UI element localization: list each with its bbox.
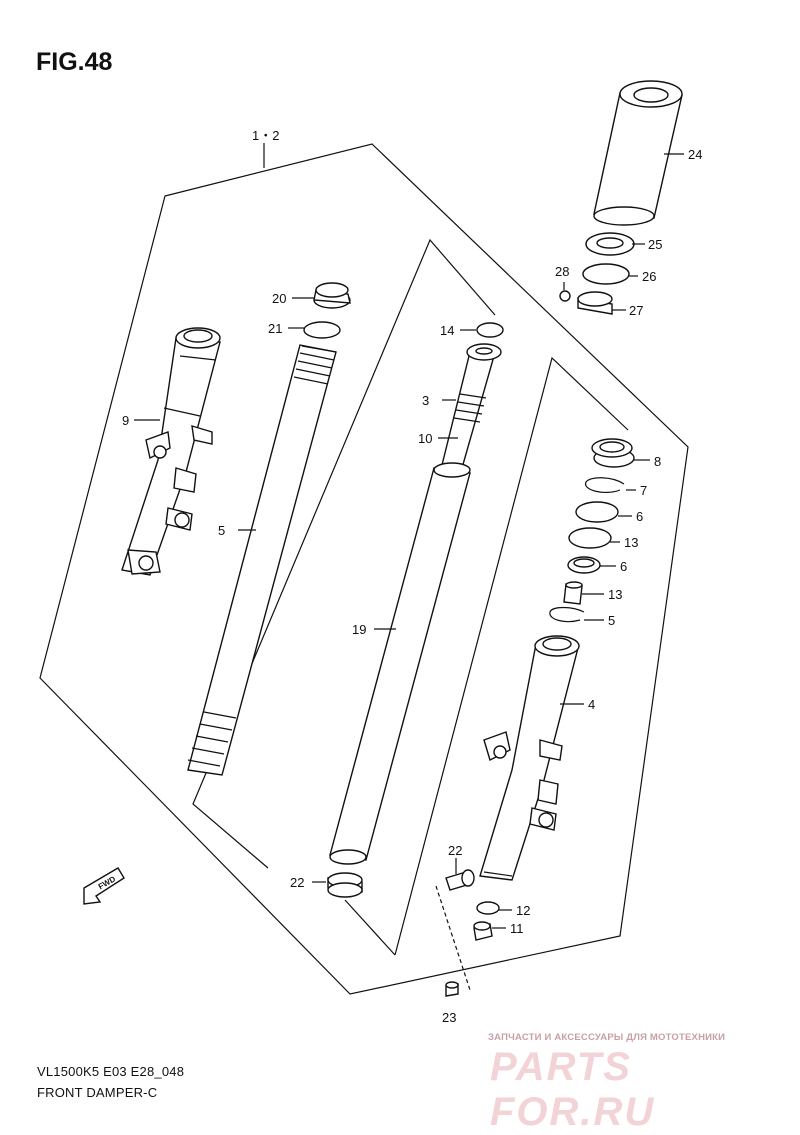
part-20-cap-bolt — [313, 282, 351, 309]
callout-7: 13 — [624, 535, 638, 550]
part-28-screw — [559, 290, 571, 302]
part-23-cap — [445, 981, 459, 997]
part-7-ring — [568, 527, 612, 549]
callout-13-label: 13 — [608, 587, 622, 602]
callout-11-label: 11 — [510, 921, 524, 936]
part-8-washer — [575, 501, 619, 523]
part-21-o-ring — [303, 321, 341, 339]
part-11-damper-bolt — [473, 921, 493, 941]
part-22-bolt — [445, 869, 475, 891]
fwd-arrow-icon: FWD — [83, 867, 125, 905]
callout-26: 26 — [642, 269, 656, 284]
part-12-gasket — [476, 901, 500, 915]
inner-frame-4 — [394, 356, 629, 956]
section-name: FRONT DAMPER-C — [37, 1085, 158, 1100]
watermark-brand: PARTS FOR.RU — [490, 1045, 656, 1134]
watermark-tagline: ЗАПЧАСТИ И АКСЕССУАРЫ ДЛЯ МОТОТЕХНИКИ — [488, 1032, 726, 1043]
callout-5-label: 5 — [608, 613, 615, 628]
figure-title: FIG.48 — [36, 48, 113, 76]
part-25-nut — [585, 232, 635, 256]
callout-15: 3 — [422, 393, 429, 408]
callout-28: 28 — [555, 264, 569, 279]
callout-6-label: 6 — [620, 559, 627, 574]
assembly-outline — [39, 143, 689, 995]
callout-27: 27 — [629, 303, 643, 318]
callout-17: 19 — [352, 622, 366, 637]
part-3-outer-tube-left — [121, 327, 221, 576]
callout-16: 14 — [440, 323, 454, 338]
callout-24: 24 — [688, 147, 702, 162]
callout-20: 20 — [272, 291, 286, 306]
callout-18: 22 — [290, 875, 304, 890]
callout-12-label: 12 — [516, 903, 530, 918]
part-6-bushing — [567, 556, 601, 574]
part-14-damper-rod — [441, 343, 502, 469]
callout-9: 7 — [640, 483, 647, 498]
part-9-stopper-ring — [585, 477, 625, 494]
part-26-washer — [582, 263, 630, 285]
callout-19: 5 — [218, 523, 225, 538]
part-13-oil-lock-piece — [563, 581, 583, 605]
part-17-inner-tube — [329, 462, 471, 865]
part-16-o-ring — [476, 322, 504, 338]
part-18-bushing — [327, 872, 363, 898]
part-27-clamp — [577, 291, 613, 315]
callout-4-label: 4 — [588, 697, 595, 712]
model-code: VL1500K5 E03 E28_048 — [37, 1064, 185, 1079]
callout-23: 23 — [442, 1010, 456, 1025]
callout-10: 8 — [654, 454, 661, 469]
part-5-circlip — [549, 606, 585, 623]
callout-3-label: 9 — [122, 413, 129, 428]
inner-frame-19 — [192, 238, 496, 869]
callout-25: 25 — [648, 237, 662, 252]
part-19-fork-spring — [187, 344, 337, 776]
callout-14: 10 — [418, 431, 432, 446]
callout-22-label: 22 — [448, 843, 462, 858]
part-4-outer-tube-right — [479, 635, 580, 881]
callout-21: 21 — [268, 321, 282, 336]
assembly-label: 1・2 — [252, 128, 279, 143]
part-10-oil-seal — [591, 438, 635, 468]
part-15-rebound-spring — [453, 393, 487, 423]
part-24-fork-cover — [593, 80, 683, 226]
callout-8: 6 — [636, 509, 643, 524]
